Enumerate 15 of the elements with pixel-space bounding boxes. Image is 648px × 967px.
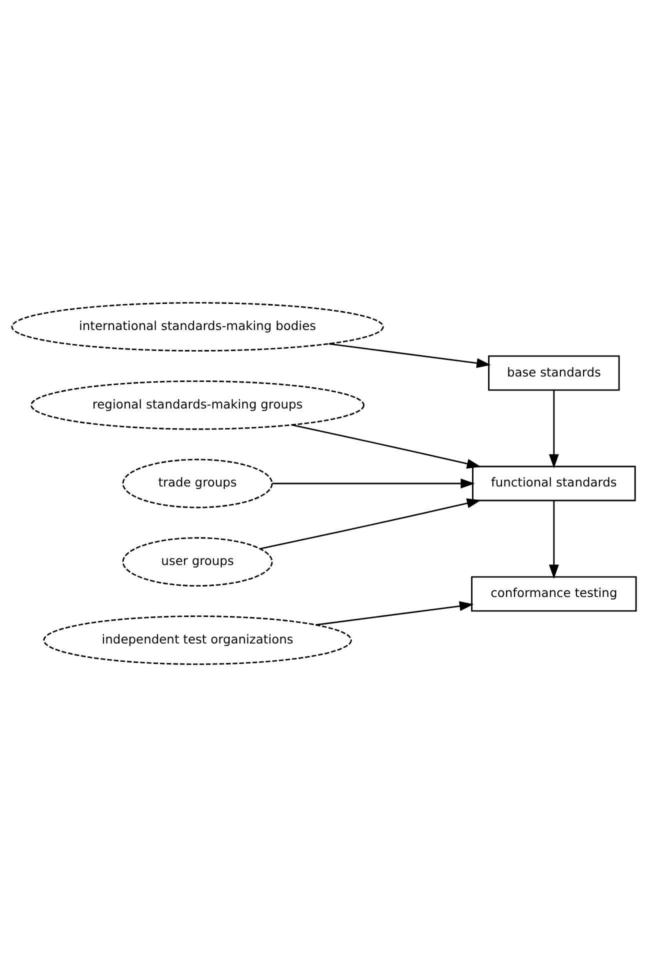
node-box: functional standards	[472, 466, 636, 502]
node-box: base standards	[488, 355, 620, 391]
arrow	[548, 390, 559, 468]
node-ellipse: independent test organizations	[43, 616, 352, 665]
arrow	[260, 498, 482, 550]
arrow	[548, 500, 559, 579]
arrow	[316, 601, 474, 626]
arrow	[328, 343, 491, 368]
arrow	[292, 424, 482, 469]
node-ellipse: regional standards-making groups	[30, 380, 364, 430]
arrow	[272, 478, 475, 488]
node-ellipse: user groups	[122, 537, 273, 587]
node-box: conformance testing	[471, 576, 637, 612]
node-ellipse: trade groups	[122, 458, 273, 508]
node-ellipse: international standards-making bodies	[11, 302, 384, 352]
